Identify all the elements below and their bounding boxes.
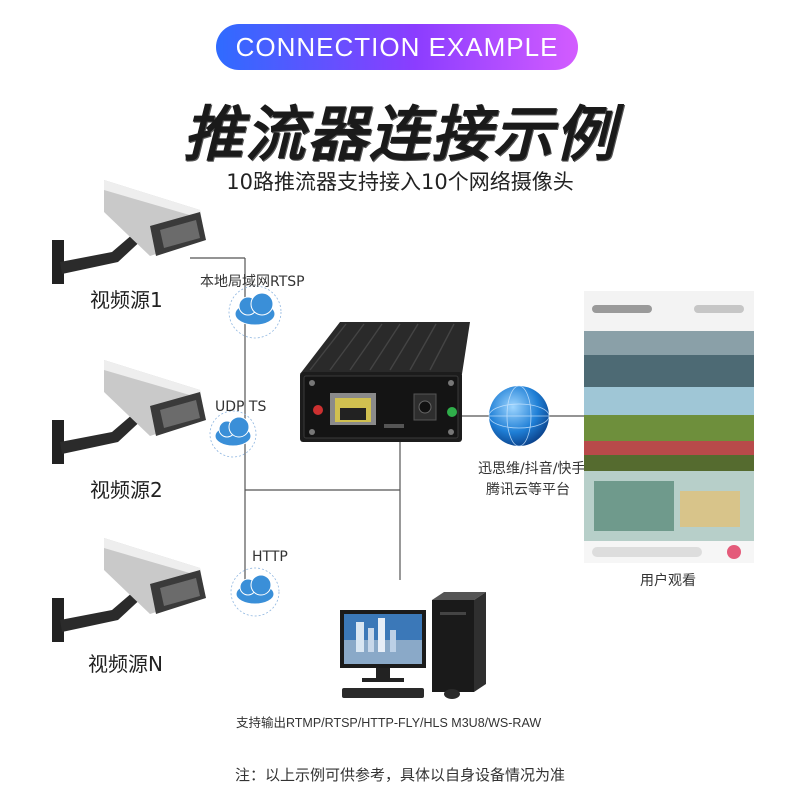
- smartphone-app-icon: [584, 291, 754, 563]
- protocol-label-rtsp: 本地局域网RTSP: [200, 274, 305, 290]
- footnote: 注：以上示例可供参考，具体以自身设备情况为准: [234, 766, 565, 784]
- source-label-1: 视频源1: [90, 288, 163, 312]
- platforms-line-2: 腾讯云等平台: [486, 482, 570, 498]
- platforms-line-1: 迅思维/抖音/快手: [478, 461, 586, 477]
- source-label-n: 视频源N: [88, 652, 163, 676]
- page-title: 推流器连接示例: [183, 100, 617, 170]
- viewer-label: 用户观看: [640, 573, 696, 589]
- source-label-2: 视频源2: [90, 478, 163, 502]
- connection-example-banner: CONNECTION EXAMPLE: [216, 24, 578, 70]
- protocol-label-http: HTTP: [252, 549, 288, 565]
- protocol-label-udp: UDP TS: [215, 399, 267, 415]
- output-protocols-label: 支持输出RTMP/RTSP/HTTP-FLY/HLS M3U8/WS-RAW: [236, 716, 542, 730]
- page-subtitle: 10路推流器支持接入10个网络摄像头: [226, 170, 574, 194]
